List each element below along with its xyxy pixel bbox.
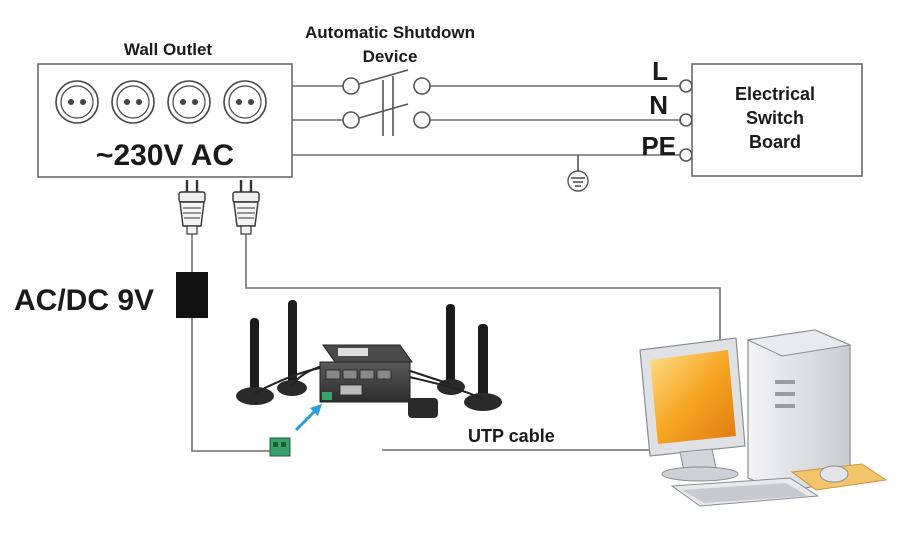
power-cables — [192, 234, 720, 451]
power-plug-icon — [233, 180, 259, 234]
socket-icon — [112, 81, 154, 123]
line-pe-label: PE — [641, 131, 676, 161]
socket-icon — [224, 81, 266, 123]
shutdown-device-label-line1: Automatic Shutdown — [305, 23, 475, 42]
wall-outlet-label: Wall Outlet — [124, 40, 212, 59]
board-label-line3: Board — [749, 132, 801, 152]
antenna-icon — [277, 300, 307, 396]
shutdown-switch-icon — [343, 70, 430, 136]
power-connector-icon — [270, 438, 290, 456]
shutdown-device-label-line2: Device — [363, 47, 418, 66]
voltage-label: ~230V AC — [96, 139, 234, 172]
line-l-label: L — [652, 56, 668, 86]
gps-antenna-icon — [408, 398, 438, 418]
adapter-output-cable — [192, 318, 272, 451]
socket-icon — [56, 81, 98, 123]
utp-cable-label: UTP cable — [468, 426, 555, 446]
router-device-icon — [320, 345, 412, 402]
socket-icon — [168, 81, 210, 123]
arrow-icon — [296, 404, 322, 430]
power-plug-icon — [179, 180, 205, 234]
board-label-line1: Electrical — [735, 84, 815, 104]
board-label-line2: Switch — [746, 108, 804, 128]
desktop-computer-icon — [640, 330, 886, 506]
adapter-label: AC/DC 9V — [14, 284, 154, 317]
board-terminals — [680, 80, 692, 161]
acdc-adapter-icon — [176, 272, 208, 318]
ground-symbol-icon — [568, 155, 588, 191]
line-n-label: N — [649, 90, 668, 120]
